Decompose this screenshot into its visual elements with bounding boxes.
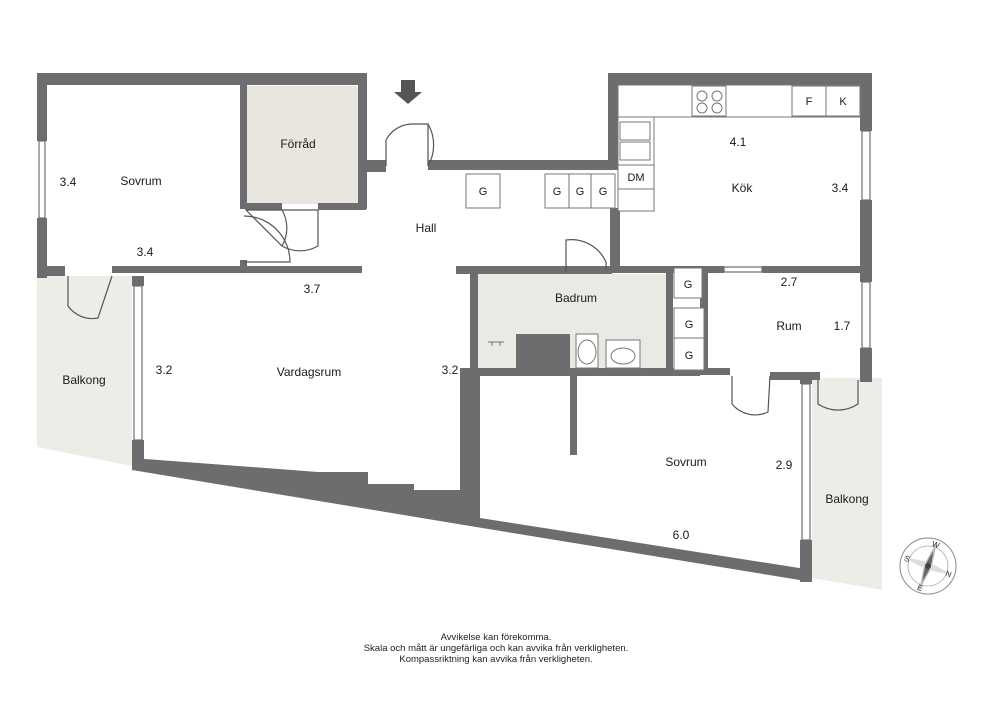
walls — [37, 73, 872, 582]
room-label-kok: Kök — [732, 181, 754, 195]
disclaimer-line: Avvikelse kan förekomma. — [440, 632, 552, 643]
room-label-rum: Rum — [776, 319, 801, 333]
dishwasher-label: DM — [627, 172, 644, 184]
wardrobe-label: G — [599, 186, 608, 198]
dim-sovrum-bottom-width: 6.0 — [673, 528, 690, 542]
room-label-vardagsrum: Vardagsrum — [277, 365, 341, 379]
disclaimer-line: Skala och mått är ungefärliga och kan av… — [363, 643, 629, 654]
balkong-right-floor — [812, 378, 882, 590]
entrance-arrow-icon — [394, 80, 422, 104]
room-label-balkong-left: Balkong — [62, 373, 105, 387]
dim-sovrum-top-height: 3.4 — [60, 175, 77, 189]
dim-sovrum-bottom-height: 2.9 — [776, 458, 793, 472]
freezer-label: K — [839, 96, 847, 108]
compass-letter-e: E — [916, 583, 924, 593]
dim-rum-height: 1.7 — [834, 319, 851, 333]
dim-rum-width: 2.7 — [781, 275, 798, 289]
compass-letter-s: S — [903, 554, 911, 564]
fridge-label: F — [806, 96, 813, 108]
disclaimer-line: Kompassriktning kan avvika från verkligh… — [399, 654, 593, 665]
dim-vardagsrum-right: 3.2 — [442, 363, 459, 377]
room-label-forrad: Förråd — [280, 137, 315, 151]
shower-drain-icon — [488, 341, 504, 346]
wardrobe-label: G — [553, 186, 562, 198]
windows — [38, 130, 871, 541]
wardrobe-label: G — [684, 279, 693, 291]
dim-kok-width: 4.1 — [730, 135, 747, 149]
compass-letter-w: W — [931, 539, 942, 550]
dim-sovrum-top-width: 3.4 — [137, 245, 154, 259]
compass-icon: W N E S — [899, 537, 957, 595]
kitchen-counter — [617, 84, 861, 212]
bathroom-fixtures — [488, 333, 641, 369]
doors — [67, 123, 859, 416]
wardrobe-label: G — [685, 319, 694, 331]
room-label-sovrum-bottom: Sovrum — [665, 455, 706, 469]
compass-letter-n: N — [944, 569, 953, 580]
wardrobes — [465, 173, 705, 371]
toilet-icon — [577, 339, 597, 365]
room-label-hall: Hall — [416, 221, 437, 235]
wardrobe-label: G — [685, 350, 694, 362]
room-label-balkong-right: Balkong — [825, 492, 868, 506]
room-label-sovrum-top: Sovrum — [120, 174, 161, 188]
balkong-left-floor — [37, 276, 132, 466]
disclaimer-footer: Avvikelse kan förekomma. Skala och mått … — [0, 632, 992, 665]
dim-kok-height: 3.4 — [832, 181, 849, 195]
dim-vardagsrum-width: 3.7 — [304, 282, 321, 296]
wardrobe-label: G — [576, 186, 585, 198]
dim-vardagsrum-left: 3.2 — [156, 363, 173, 377]
forrad-floor — [246, 86, 358, 204]
wardrobe-label: G — [479, 186, 488, 198]
room-label-badrum: Badrum — [555, 291, 597, 305]
sink-icon — [610, 347, 636, 365]
